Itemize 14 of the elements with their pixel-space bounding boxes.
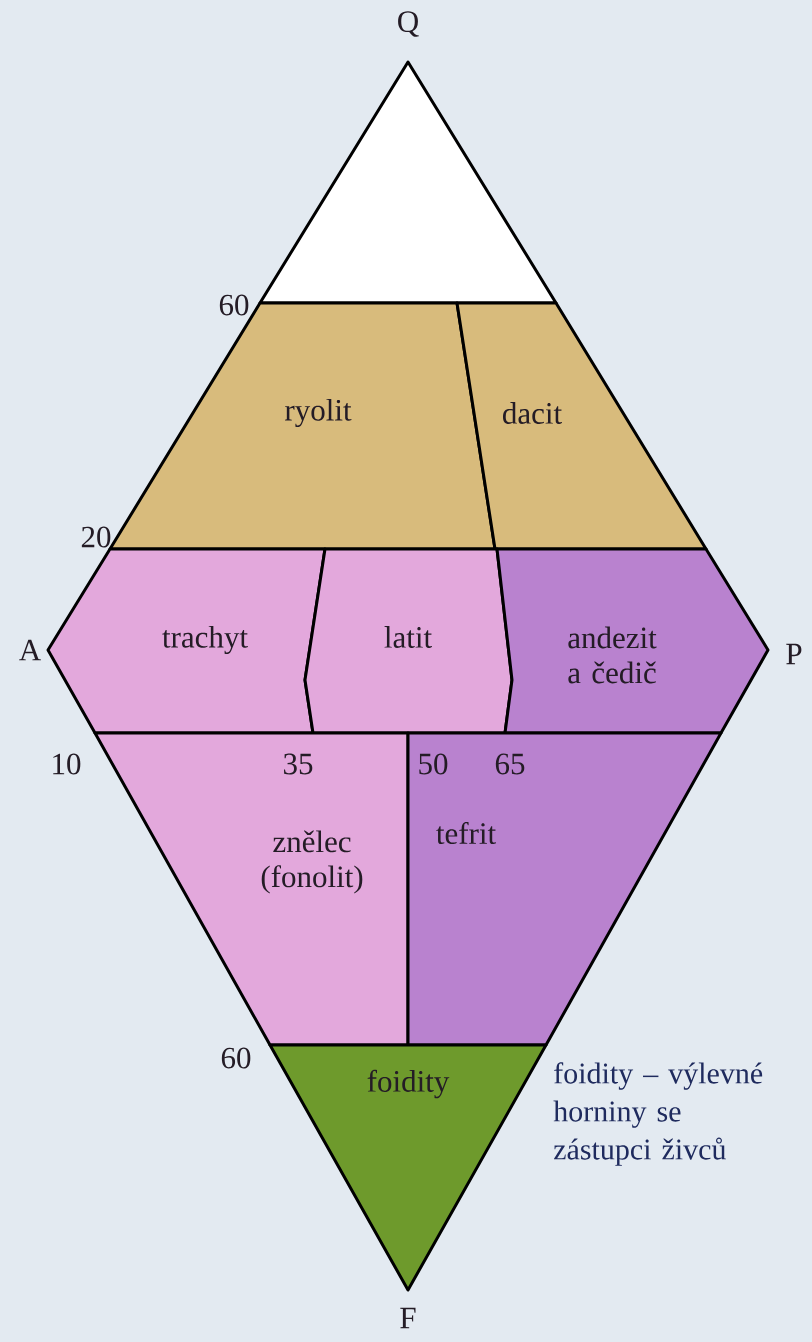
rock-field: trachyt (46, 547, 327, 735)
vertex-label: A (19, 639, 41, 661)
axis-value: 60 (221, 1047, 251, 1069)
rock-field: dacit (455, 301, 708, 551)
rock-field: latit (303, 547, 514, 735)
rock-field: foidity (268, 1043, 548, 1292)
empty-field (258, 60, 558, 305)
axis-value: 35 (284, 753, 313, 775)
axis-value: 20 (81, 526, 111, 548)
axis-value: 50 (419, 753, 448, 775)
axis-value: 10 (53, 753, 81, 775)
axis-value: 65 (495, 753, 525, 775)
note-text: foidity – výlevné horniny se zástupci živců (553, 1062, 763, 1166)
rock-field: andezit a čedič (495, 547, 770, 735)
